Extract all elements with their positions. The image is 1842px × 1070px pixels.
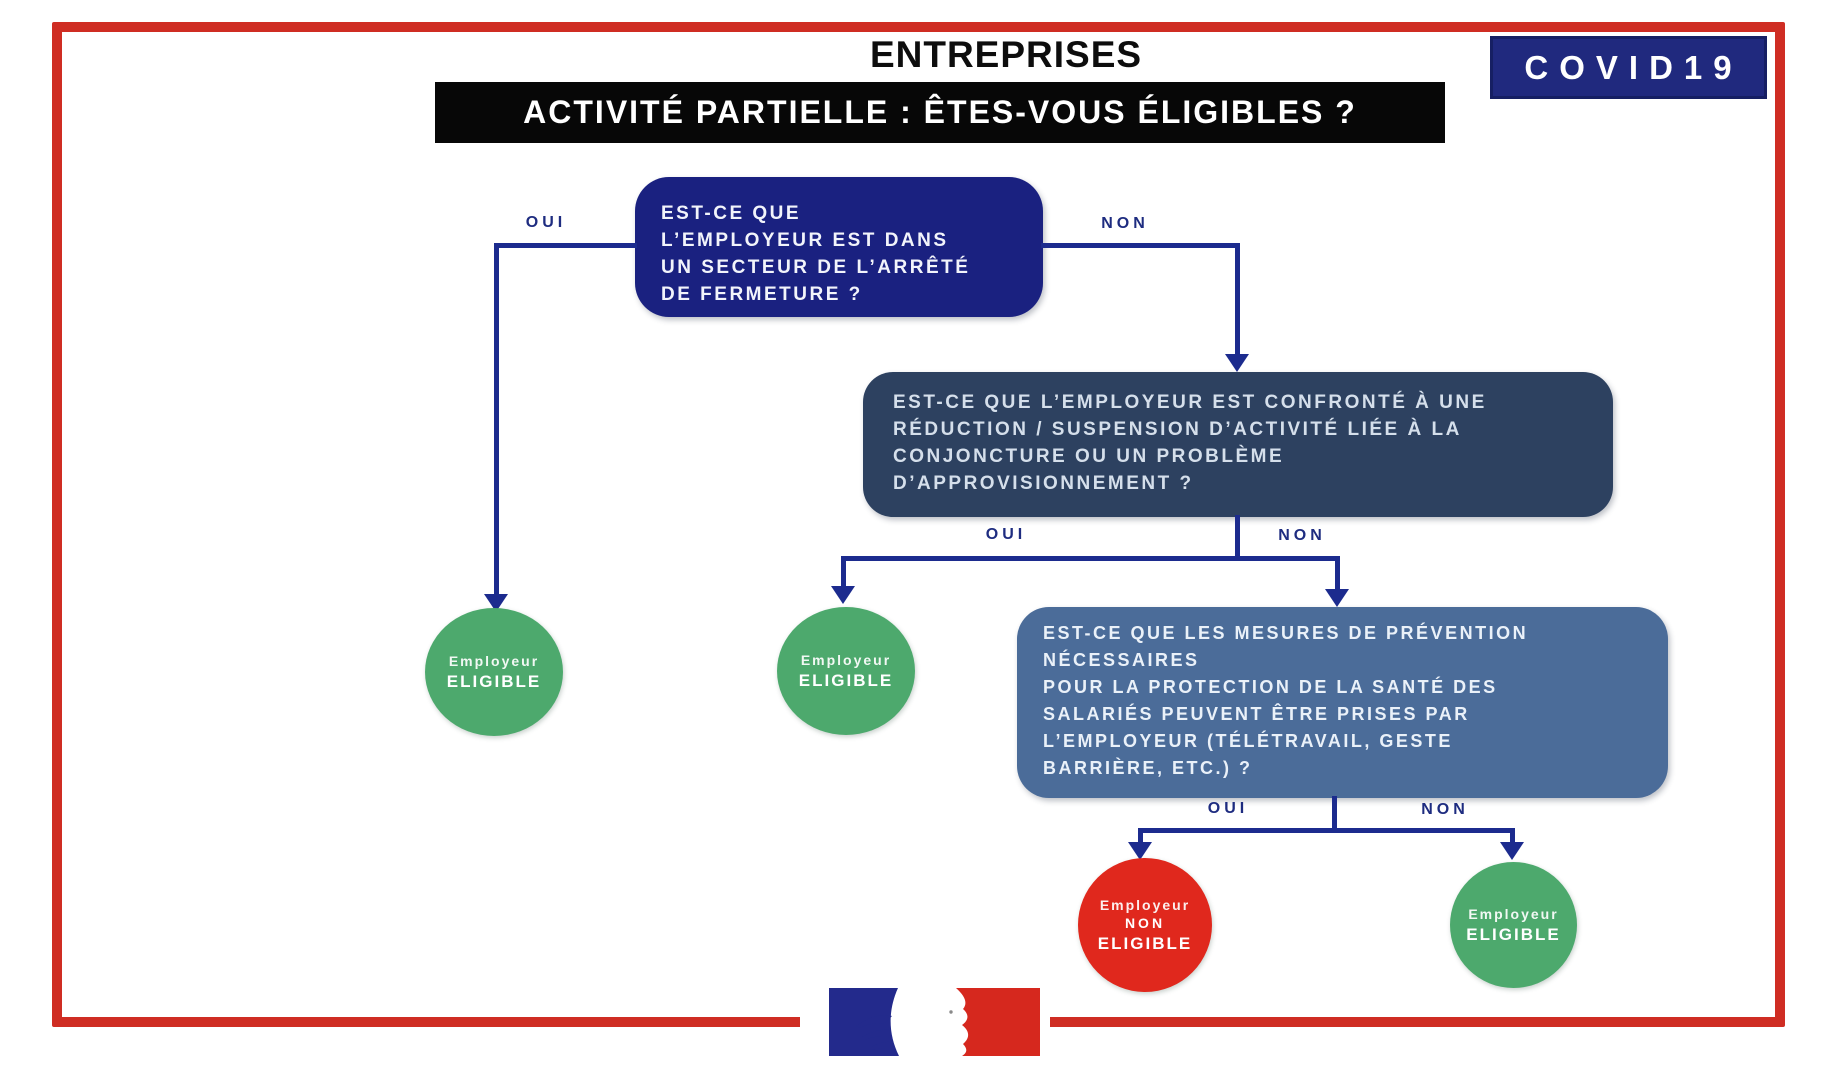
outcome-eligible-right: Employeur ELIGIBLE	[1450, 862, 1577, 988]
arrow-down-icon	[1128, 842, 1152, 860]
connector-line	[1138, 828, 1143, 844]
subtitle-text: ACTIVITÉ PARTIELLE : ÊTES-VOUS ÉLIGIBLES…	[523, 94, 1357, 130]
outcome-line: Employeur	[1468, 905, 1559, 922]
connector-line	[1510, 828, 1515, 844]
arrow-down-icon	[831, 586, 855, 604]
subtitle-banner: ACTIVITÉ PARTIELLE : ÊTES-VOUS ÉLIGIBLES…	[435, 82, 1445, 143]
connector-line	[1138, 828, 1515, 833]
connector-line	[1235, 243, 1240, 357]
outcome-eligible-left: Employeur ELIGIBLE	[425, 608, 563, 736]
branch-label-non-3: NON	[1421, 801, 1469, 818]
logo-red-panel	[956, 988, 1040, 1056]
outcome-line: ELIGIBLE	[798, 670, 894, 690]
branch-label-oui-3: OUI	[1207, 800, 1249, 817]
question-box-activity-reduction: EST-CE QUE L’EMPLOYEUR EST CONFRONTÉ À U…	[863, 372, 1613, 517]
question-box-closure-sector: EST-CE QUE L’EMPLOYEUR EST DANS UN SECTE…	[635, 177, 1043, 317]
outcome-line: NON	[1124, 914, 1166, 931]
outcome-line: ELIGIBLE	[446, 671, 542, 691]
connector-line	[1041, 243, 1240, 248]
outcome-line: Employeur	[800, 651, 892, 668]
connector-line	[1332, 796, 1337, 832]
branch-label-oui-2: OUI	[985, 526, 1027, 543]
marianne-logo-graphic	[829, 988, 1040, 1056]
connector-line	[496, 243, 637, 248]
connector-line	[1235, 515, 1240, 560]
outcome-eligible-middle: Employeur ELIGIBLE	[777, 607, 915, 735]
connector-line	[841, 556, 846, 587]
outcome-not-eligible: Employeur NON ELIGIBLE	[1078, 858, 1212, 992]
connector-line	[494, 243, 499, 595]
question-box-prevention-measures: EST-CE QUE LES MESURES DE PRÉVENTION NÉC…	[1017, 607, 1668, 798]
question-text: EST-CE QUE LES MESURES DE PRÉVENTION NÉC…	[1043, 623, 1529, 778]
branch-label-oui-1: OUI	[525, 214, 567, 231]
outcome-line: ELIGIBLE	[1466, 924, 1561, 944]
outcome-line: Employeur	[1099, 896, 1191, 913]
arrow-down-icon	[484, 594, 508, 612]
covid19-badge-text: COVID19	[1524, 48, 1743, 86]
arrow-down-icon	[1500, 842, 1524, 860]
arrow-down-icon	[1225, 354, 1249, 372]
french-government-logo	[800, 976, 1050, 1064]
connector-line	[1335, 556, 1340, 590]
page-title: ENTREPRISES	[869, 34, 1143, 75]
question-text: EST-CE QUE L’EMPLOYEUR EST CONFRONTÉ À U…	[893, 392, 1487, 494]
outcome-line: Employeur	[448, 652, 540, 669]
question-text: EST-CE QUE L’EMPLOYEUR EST DANS UN SECTE…	[661, 203, 971, 305]
covid19-badge: COVID19	[1490, 36, 1767, 99]
branch-label-non-1: NON	[1101, 215, 1149, 232]
branch-label-non-2: NON	[1278, 527, 1326, 544]
arrow-down-icon	[1325, 589, 1349, 607]
connector-line	[841, 556, 1340, 561]
outcome-line: ELIGIBLE	[1097, 933, 1193, 953]
